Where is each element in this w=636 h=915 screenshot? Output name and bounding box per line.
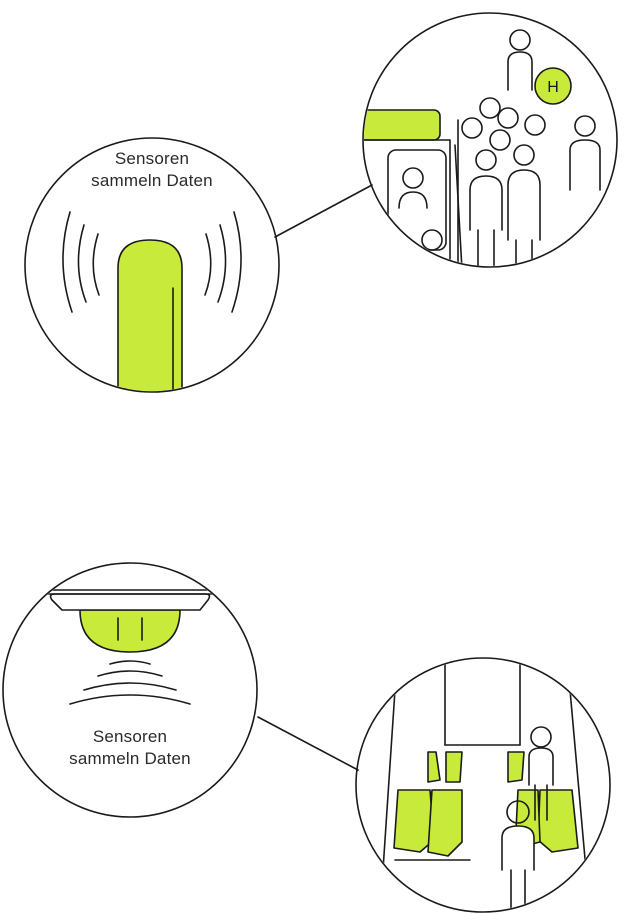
caption-top: Sensoren sammeln Daten — [62, 148, 242, 192]
caption-bottom-line1: Sensoren — [40, 726, 220, 748]
ceiling-sensor-dome — [80, 610, 180, 652]
caption-top-line2: sammeln Daten — [62, 170, 242, 192]
caption-bottom: Sensoren sammeln Daten — [40, 726, 220, 770]
train-interior-circle — [356, 655, 610, 915]
station-sign-label: H — [547, 79, 559, 96]
caption-top-line1: Sensoren — [62, 148, 242, 170]
signal-waves-icon — [70, 661, 190, 704]
caption-bottom-line2: sammeln Daten — [40, 748, 220, 770]
connector-line-bottom — [258, 717, 358, 770]
crowd-platform-circle — [330, 13, 617, 270]
connector-line-top — [275, 185, 372, 237]
ceiling-sensor-circle — [3, 550, 257, 817]
